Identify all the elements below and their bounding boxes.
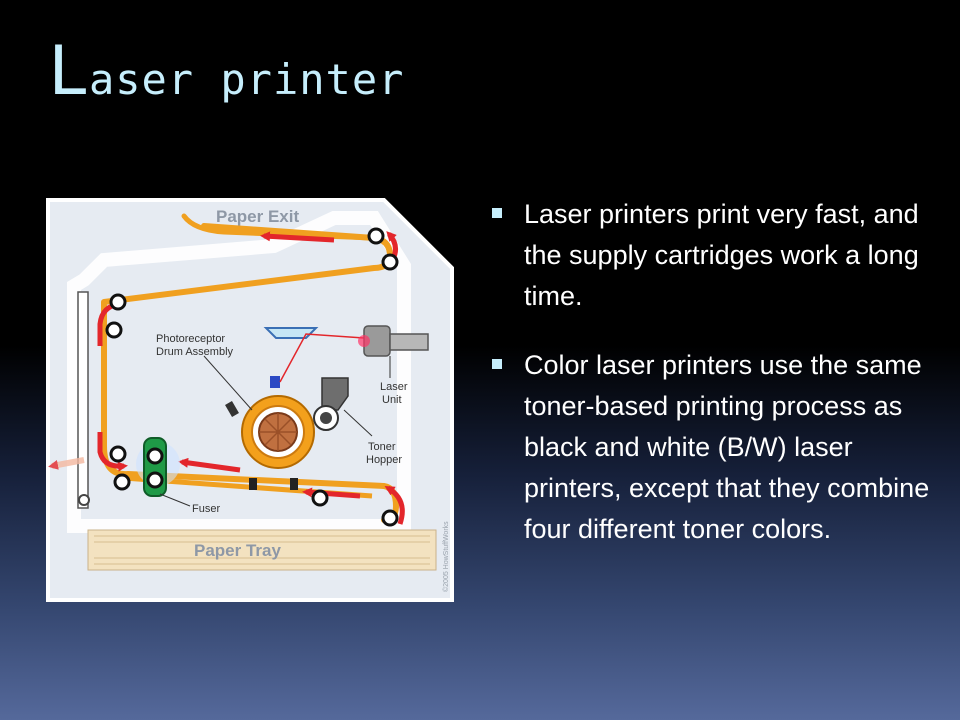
rollers — [105, 227, 399, 527]
printer-housing-left — [77, 291, 89, 509]
title-first-letter: L — [48, 32, 89, 111]
laser-label: Laser — [380, 381, 408, 393]
toner-label: Toner — [368, 441, 396, 453]
fuser-label: Fuser — [192, 503, 220, 515]
arrow-exit — [260, 231, 335, 243]
paper-path-exit — [181, 213, 377, 241]
slide-title: Laser printer — [48, 38, 404, 106]
arrow-tray-roller — [384, 485, 405, 525]
roller-exit-top — [367, 227, 385, 245]
printer-outline — [67, 211, 411, 533]
photoreceptor-label: Photoreceptor — [156, 333, 225, 345]
square-bullet-icon — [492, 208, 502, 218]
toner-hopper — [313, 377, 349, 431]
roller-tray-mid — [311, 489, 329, 507]
laser-printer-diagram: Paper Tray — [44, 196, 456, 604]
unit-label: Unit — [382, 394, 402, 406]
bullet-item: Laser printers print very fast, and the … — [488, 194, 934, 317]
roller-left-top — [109, 293, 127, 311]
diagram-panel — [46, 198, 454, 602]
arrow-output — [48, 457, 85, 470]
roller-left-bottom — [113, 473, 131, 491]
drum-assembly-label: Drum Assembly — [156, 346, 234, 358]
hopper-label: Hopper — [366, 454, 402, 466]
square-bullet-icon — [492, 359, 502, 369]
paper-exit-label: Paper Exit — [216, 207, 299, 226]
arrow-left-down — [97, 432, 128, 472]
roller-left-lower — [109, 445, 127, 463]
fuser — [136, 437, 180, 497]
photoreceptor-drum — [225, 376, 315, 490]
arrow-drum — [178, 457, 241, 473]
housing-screw — [78, 494, 90, 506]
bullet-text: Color laser printers use the same toner-… — [524, 350, 930, 544]
paper-tray — [87, 529, 437, 571]
laser-beam — [279, 333, 365, 383]
laser-unit — [358, 325, 429, 357]
title-rest: aser printer — [88, 55, 405, 104]
paper-tray-label: Paper Tray — [194, 541, 281, 560]
bullet-list: Laser printers print very fast, and the … — [488, 194, 934, 578]
roller-left-mid — [105, 321, 123, 339]
bullet-text: Laser printers print very fast, and the … — [524, 199, 919, 311]
roller-exit-bottom — [381, 253, 399, 271]
copyright-text: ©2005 HowStuffWorks — [442, 521, 450, 592]
roller-tray-right — [381, 509, 399, 527]
laser-mirror — [263, 327, 319, 339]
bullet-item: Color laser printers use the same toner-… — [488, 345, 934, 550]
